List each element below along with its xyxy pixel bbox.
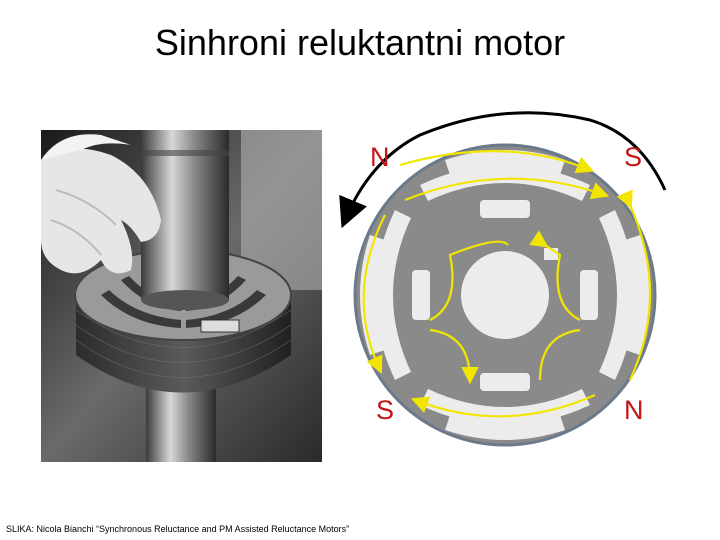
rotor-photo xyxy=(41,130,322,462)
pole-label-top-right: S xyxy=(624,142,642,173)
pole-label-top-left: N xyxy=(370,142,390,173)
pole-label-bottom-left: S xyxy=(376,395,394,426)
pole-label-bottom-right: N xyxy=(624,395,644,426)
source-note: SLIKA: Nicola Bianchi “Synchronous Reluc… xyxy=(6,524,349,534)
page-title: Sinhroni reluktantni motor xyxy=(0,22,720,64)
shaft-hole xyxy=(461,251,549,339)
